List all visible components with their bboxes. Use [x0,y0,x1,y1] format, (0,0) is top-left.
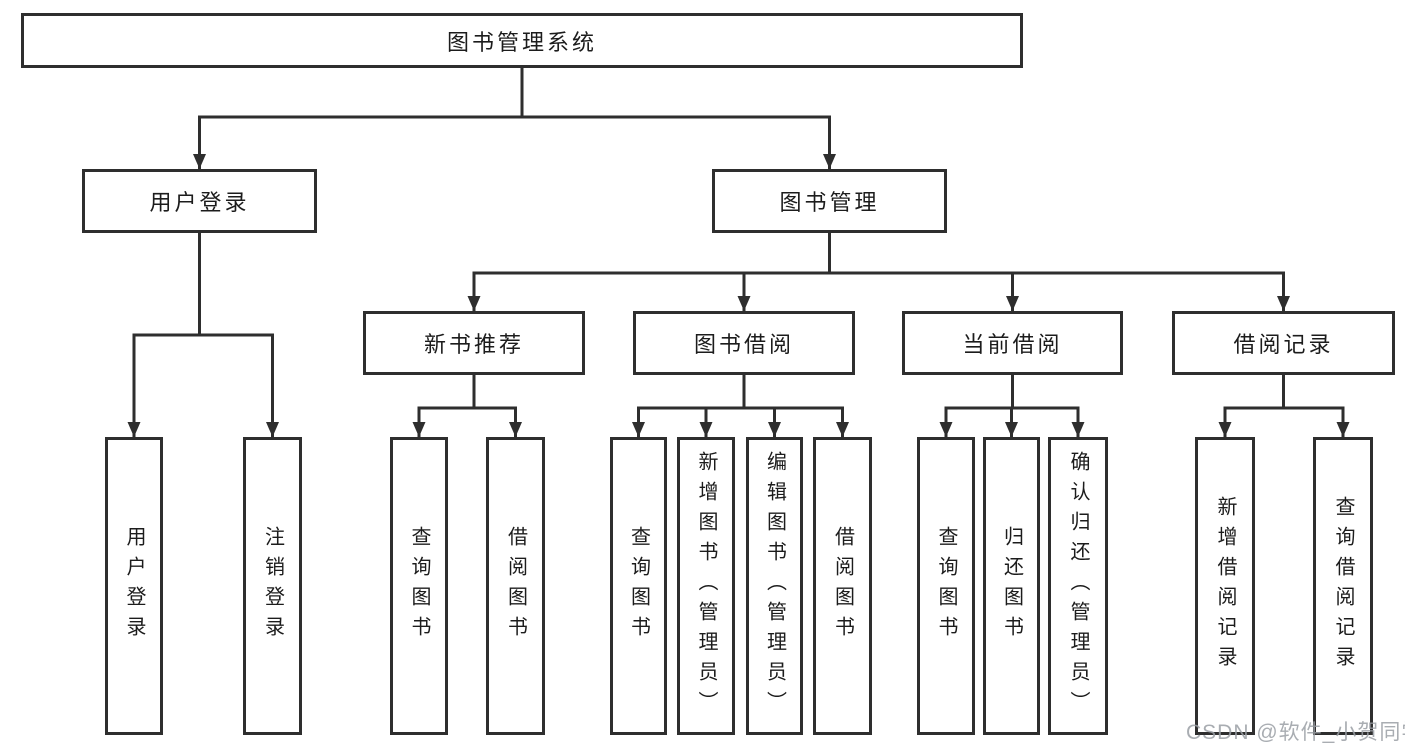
node-logout: 注销登录 [243,437,302,735]
node-book-borrowing: 图书借阅 [633,311,855,375]
node-label: 查询图书 [408,526,430,646]
node-query-books-recommend: 查询图书 [390,437,448,735]
node-library-management-system: 图书管理系统 [21,13,1023,68]
node-label: 新增图书（管理员） [695,451,717,721]
node-label: 用户登录 [123,526,145,646]
node-label: 借阅记录 [1233,332,1334,357]
csdn-watermark: CSDN @软件_小贺同学 [1186,721,1405,744]
node-confirm-return-admin: 确认归还（管理员） [1048,437,1108,735]
node-label: 图书借阅 [693,332,794,357]
node-label: 用户登录 [149,190,250,215]
node-new-book-recommendation: 新书推荐 [363,311,585,375]
node-label: 图书管理系统 [446,29,597,55]
node-add-borrowing-record: 新增借阅记录 [1195,437,1255,735]
node-query-books-borrowing: 查询图书 [610,437,667,735]
node-current-borrowing: 当前借阅 [902,311,1123,375]
node-label: 归还图书 [1000,526,1023,646]
node-label: 新书推荐 [423,332,524,357]
node-query-borrowing-record: 查询借阅记录 [1313,437,1373,735]
node-label: 查询图书 [935,526,957,646]
node-label: 查询图书 [627,526,650,646]
node-borrow-books-borrowing: 借阅图书 [813,437,872,735]
node-label: 新增借阅记录 [1214,496,1236,676]
node-user-login-module: 用户登录 [82,169,317,233]
connector-group [127,64,1350,438]
node-query-books-current: 查询图书 [917,437,975,735]
node-label: 借阅图书 [504,526,527,646]
node-user-login: 用户登录 [105,437,163,735]
node-label: 编辑图书（管理员） [763,451,786,721]
node-label: 借阅图书 [831,526,854,646]
node-label: 查询借阅记录 [1332,496,1354,676]
node-return-books: 归还图书 [983,437,1040,735]
node-add-books-admin: 新增图书（管理员） [677,437,735,735]
node-label: 确认归还（管理员） [1067,451,1089,721]
node-label: 当前借阅 [962,332,1063,357]
node-edit-books-admin: 编辑图书（管理员） [746,437,803,735]
node-borrow-books-recommend: 借阅图书 [486,437,545,735]
node-borrowing-records: 借阅记录 [1172,311,1395,375]
node-label: 注销登录 [261,526,284,646]
node-label: 图书管理 [779,190,880,215]
node-book-management-module: 图书管理 [712,169,947,233]
